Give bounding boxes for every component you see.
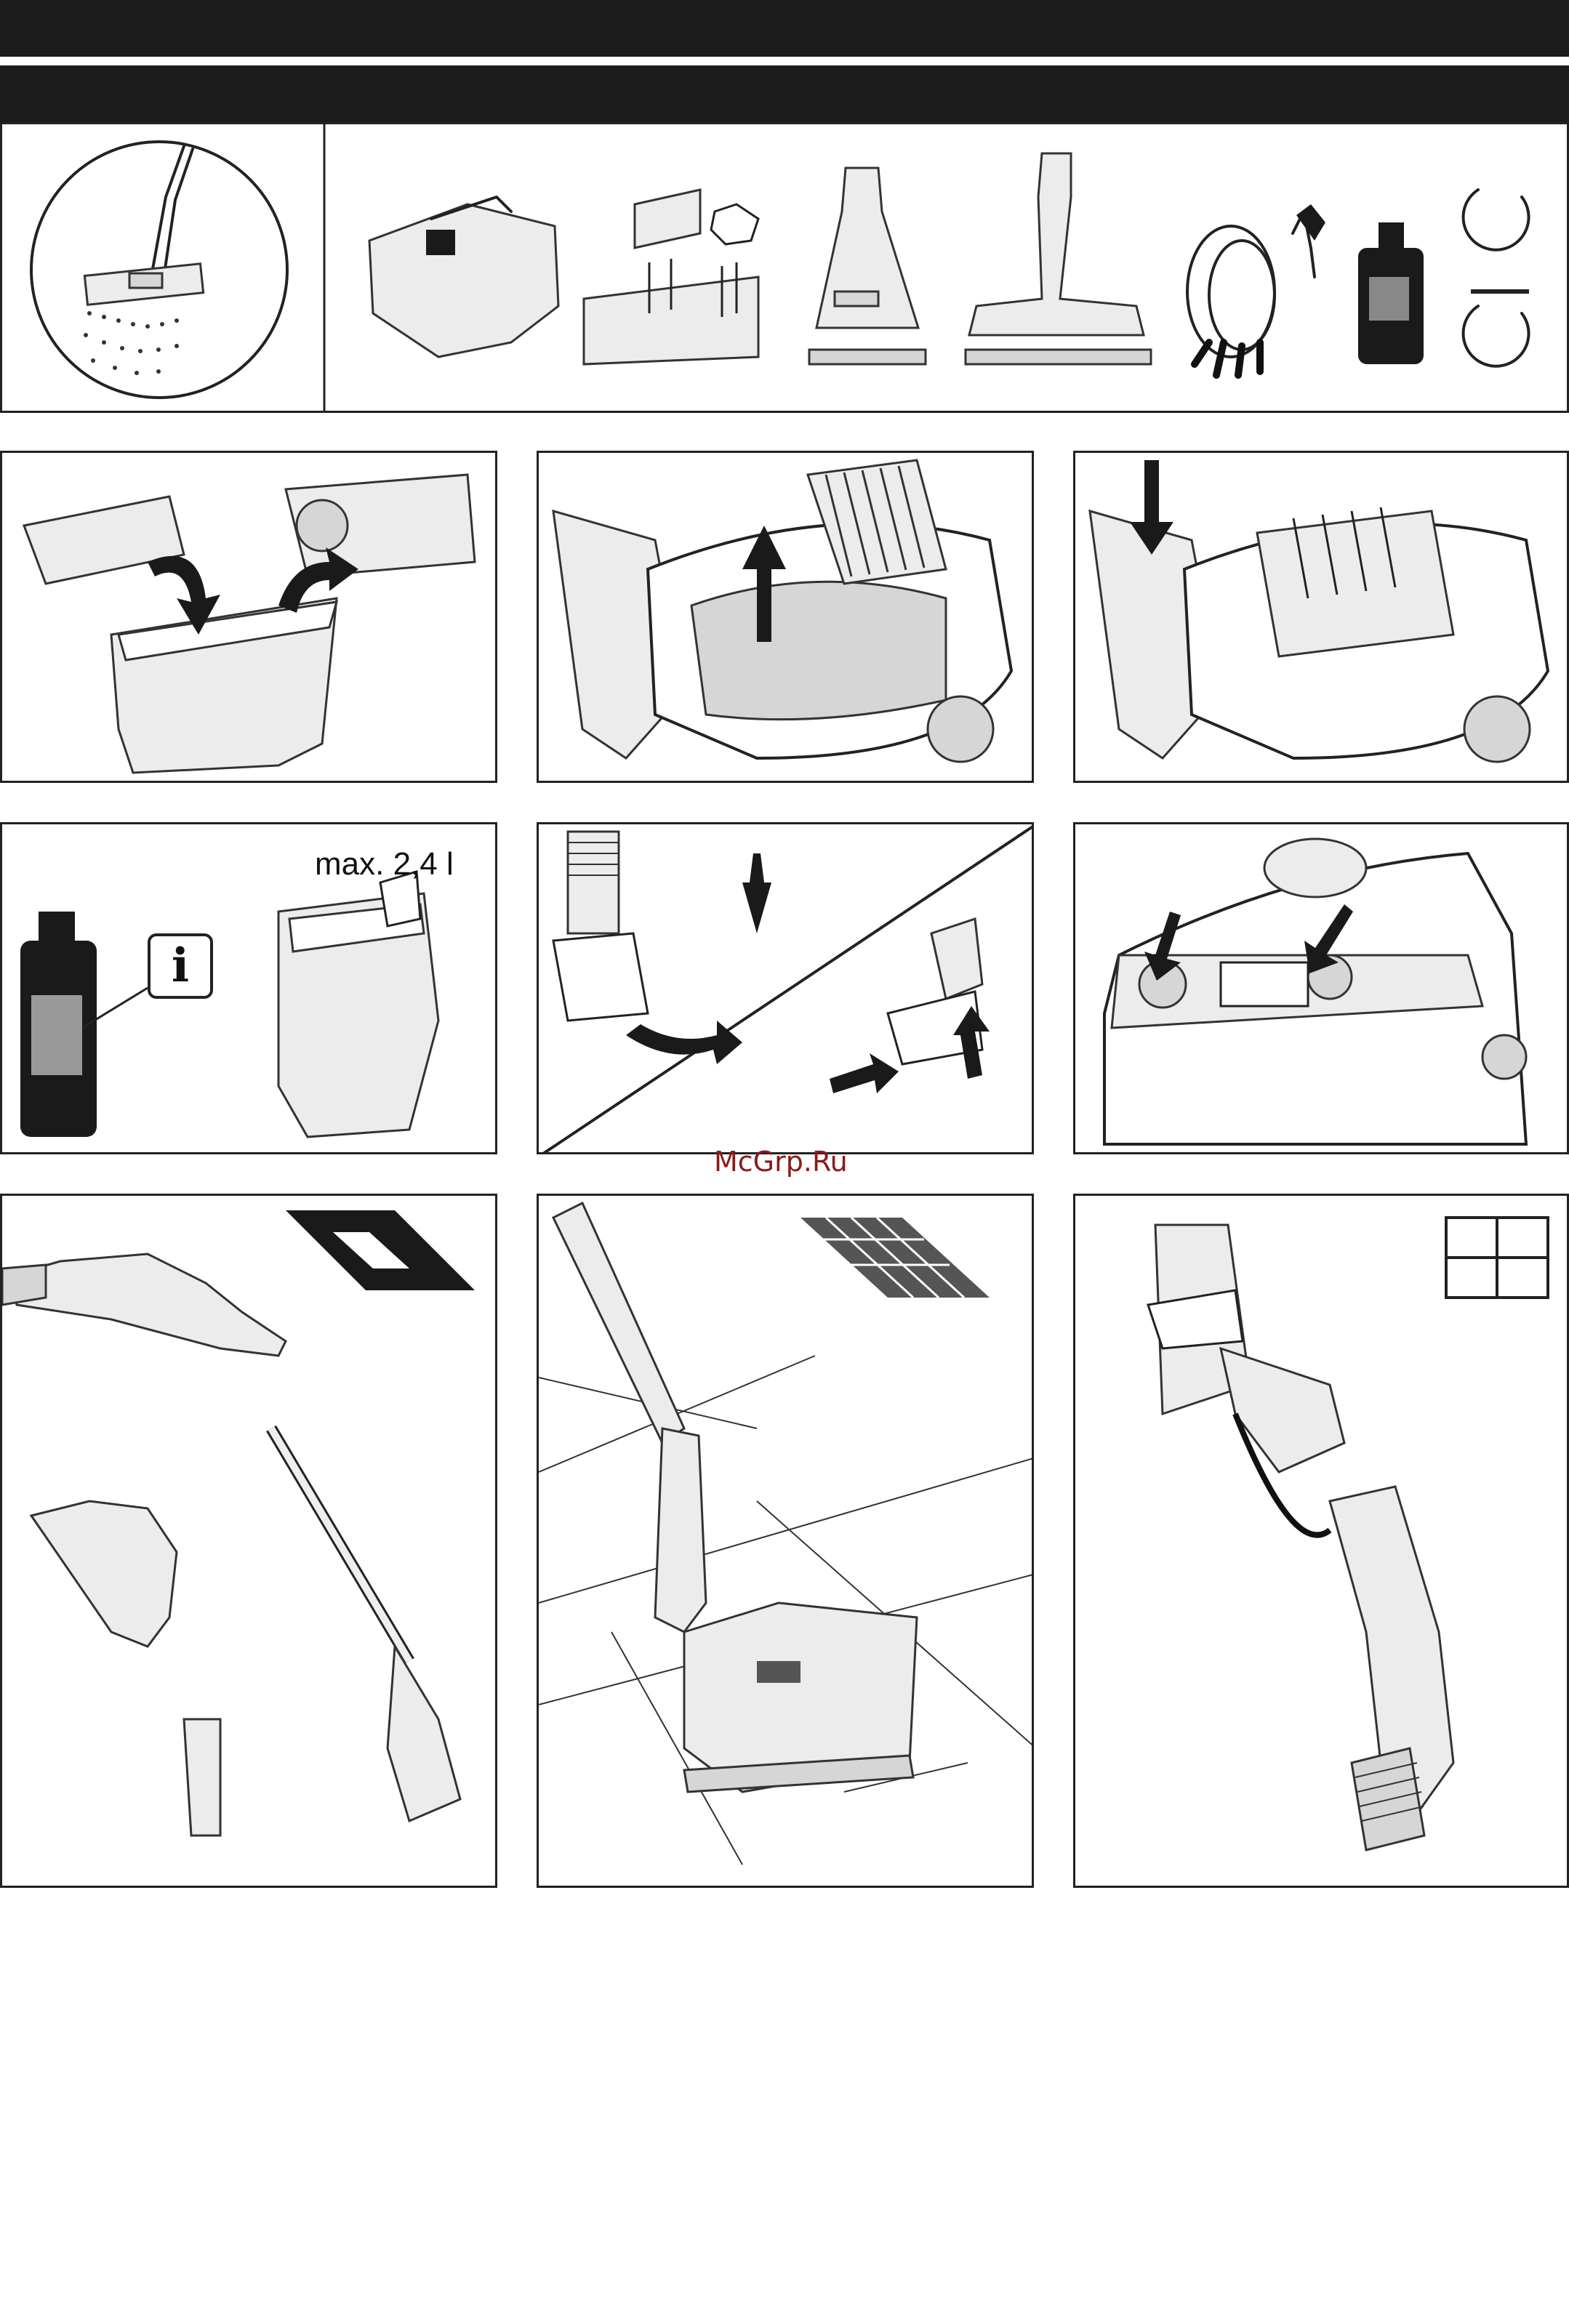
step-2-panel bbox=[537, 451, 1034, 783]
header-bar-section bbox=[0, 65, 1569, 124]
upholstery-nozzle-icon bbox=[809, 168, 926, 364]
header-bar-top bbox=[0, 0, 1569, 57]
step-8-illustration bbox=[539, 1196, 1034, 1888]
info-icon: i bbox=[148, 933, 213, 999]
detergent-bottle-icon bbox=[1358, 222, 1424, 364]
accessories-illustration bbox=[2, 124, 1569, 413]
step-6-panel bbox=[1073, 822, 1569, 1154]
step-5-panel bbox=[537, 822, 1034, 1154]
step-3-panel bbox=[1073, 451, 1569, 783]
step-8-panel bbox=[537, 1194, 1034, 1888]
step-9-panel bbox=[1073, 1194, 1569, 1888]
max-fill-label: max. 2,4 l bbox=[315, 846, 454, 882]
detergent-bottle-icon bbox=[20, 912, 97, 1137]
filter-insert-icon bbox=[584, 190, 758, 364]
step-3-illustration bbox=[1075, 453, 1569, 783]
step-1-illustration bbox=[2, 453, 497, 783]
step-1-panel bbox=[0, 451, 497, 783]
spray-hose-icon bbox=[1187, 204, 1325, 375]
arrow-icon bbox=[757, 562, 771, 642]
window-icon bbox=[1446, 1218, 1548, 1298]
carpet-icon bbox=[286, 1210, 475, 1290]
step-2-illustration bbox=[539, 453, 1034, 783]
arrow-icon bbox=[742, 853, 771, 933]
step-5-illustration bbox=[539, 824, 1034, 1154]
floor-nozzle-icon bbox=[966, 153, 1151, 364]
arrow-icon bbox=[1144, 460, 1159, 526]
step-4-panel: i max. 2,4 l bbox=[0, 822, 497, 1154]
clip-icon bbox=[1464, 190, 1529, 366]
tile-floor-icon bbox=[800, 1218, 990, 1298]
water-tank-icon bbox=[369, 197, 558, 357]
step-7-panel bbox=[0, 1194, 497, 1888]
spray-nozzle-icon bbox=[31, 142, 287, 398]
step-9-illustration bbox=[1075, 1196, 1569, 1888]
watermark-text: McGrp.Ru bbox=[714, 1146, 848, 1178]
step-6-illustration bbox=[1075, 824, 1569, 1154]
step-7-illustration bbox=[2, 1196, 497, 1888]
accessories-panel bbox=[0, 122, 1569, 413]
